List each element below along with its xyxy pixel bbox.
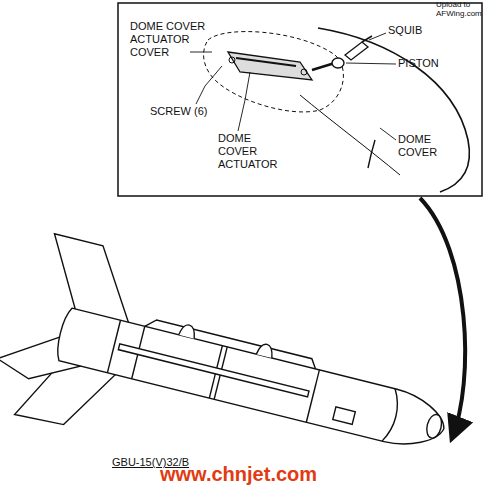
- dome-slot: [368, 140, 375, 168]
- inset-frame: [118, 3, 482, 196]
- dome-cover-outline: [318, 28, 469, 192]
- piston: [332, 58, 344, 68]
- callout-arrow: [420, 198, 465, 438]
- gbu15-bomb: [0, 228, 467, 491]
- callout-label: DOME COVER ACTUATOR COVER: [130, 20, 230, 59]
- callout-label: DOME COVER: [398, 133, 473, 159]
- callout-label: SCREW (6): [150, 105, 230, 118]
- callout-label: PISTON: [398, 57, 468, 70]
- squib: [345, 42, 368, 60]
- callout-label: DOME COVER ACTUATOR: [218, 132, 288, 171]
- watermark: Upload to AFWing.com: [436, 0, 498, 18]
- leader-lines: [190, 33, 396, 140]
- dome-cover-seam: [300, 95, 400, 175]
- actuator-cover-outline: [204, 32, 344, 112]
- callout-label: SQUIB: [388, 24, 448, 37]
- watermark: www.chnjet.com: [160, 462, 370, 486]
